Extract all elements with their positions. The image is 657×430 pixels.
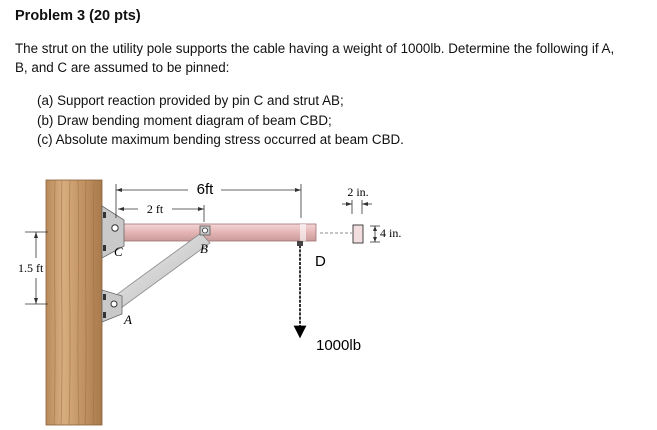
statement-line-1: The strut on the utility pole supports t… [15, 41, 615, 56]
question-a: (a) Support reaction provided by pin C a… [37, 93, 344, 108]
label-b: B [200, 241, 208, 256]
label-d: D [315, 253, 326, 270]
label-2in: 2 in. [347, 185, 368, 199]
problem-title: Problem 3 (20 pts) [15, 8, 141, 24]
cable-load [293, 241, 307, 339]
beam-cbd [115, 223, 317, 242]
label-6ft: 6ft [197, 181, 215, 198]
pin-b [199, 225, 211, 236]
label-4in: 4 in. [380, 226, 401, 240]
dimension-arrowheads [34, 188, 377, 304]
problem-statement: The strut on the utility pole supports t… [15, 39, 645, 77]
statement-line-2: B, and C are assumed to be pinned: [15, 60, 230, 75]
question-c: (c) Absolute maximum bending stress occu… [37, 132, 404, 147]
question-b: (b) Draw bending moment diagram of beam … [37, 112, 332, 128]
question-list: (a) Support reaction provided by pin C a… [37, 91, 404, 150]
pin-support-c [101, 205, 125, 259]
label-c: C [114, 244, 123, 259]
strut-ab [111, 232, 211, 309]
label-2ft: 2 ft [147, 202, 164, 216]
pin-support-a [101, 289, 123, 323]
label-a: A [123, 312, 132, 327]
label-1-5ft: 1.5 ft [18, 261, 44, 275]
beam-cross-section [352, 224, 364, 244]
utility-pole [45, 179, 103, 426]
load-label: 1000lb [316, 337, 361, 354]
